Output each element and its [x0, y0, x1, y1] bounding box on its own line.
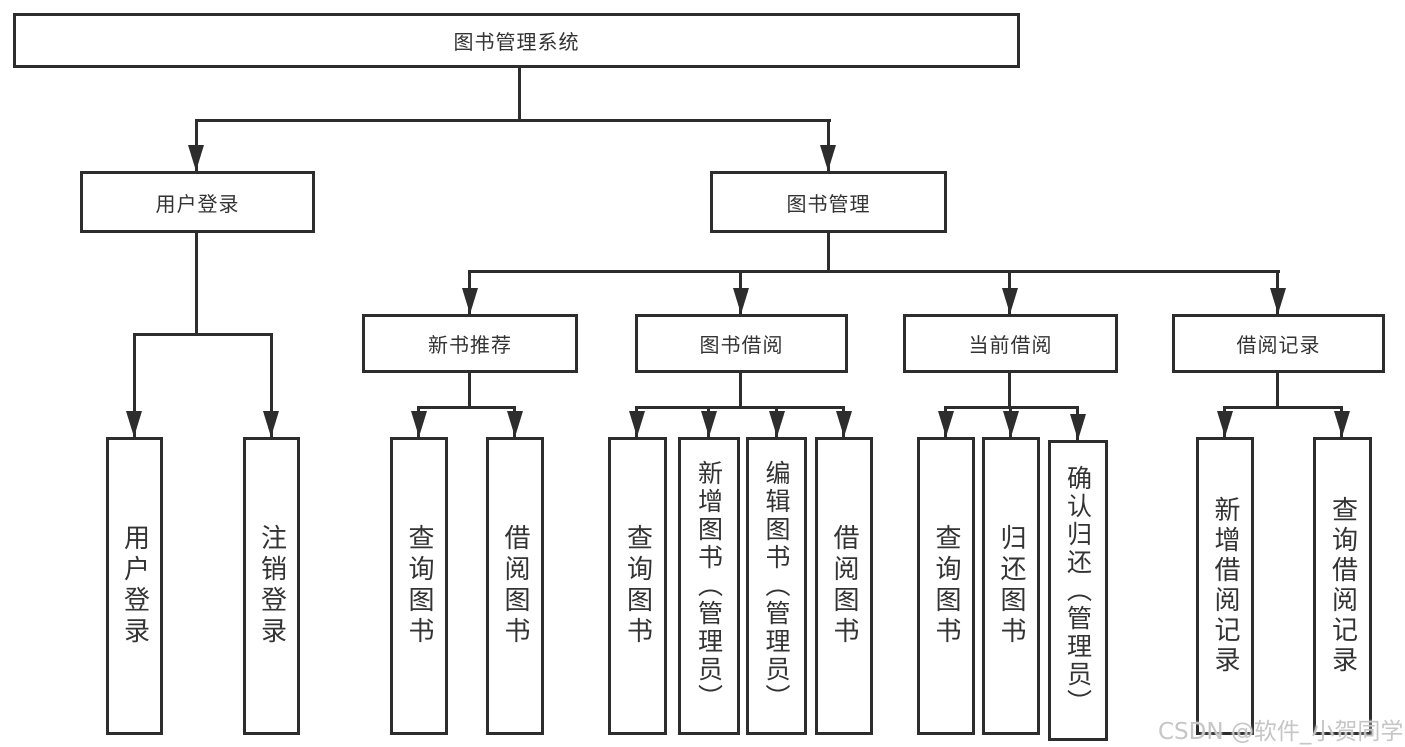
arrow-down-icon: [733, 288, 749, 314]
connector: [195, 119, 831, 122]
arrow-down-icon: [1334, 411, 1350, 437]
node-label: 新增图书（管理员）: [694, 460, 724, 712]
node-label: 查询图书: [404, 524, 434, 648]
connector: [635, 406, 845, 409]
leaf-borrow-books-recommend: 借阅图书: [486, 437, 544, 735]
node-label: 归还图书: [996, 524, 1026, 648]
connector: [1223, 406, 1343, 409]
leaf-query-borrow-record: 查询借阅记录: [1313, 437, 1372, 735]
node-label: 编辑图书（管理员）: [762, 460, 791, 712]
leaf-add-borrow-record: 新增借阅记录: [1196, 437, 1254, 735]
arrow-down-icon: [188, 145, 204, 171]
node-current-borrowing: 当前借阅: [903, 314, 1118, 373]
arrow-down-icon: [507, 411, 523, 437]
arrow-down-icon: [1270, 288, 1286, 314]
leaf-confirm-return-admin: 确认归还（管理员）: [1048, 440, 1108, 741]
connector: [468, 373, 471, 408]
csdn-watermark: CSDN @软件_小贺同学: [1158, 719, 1404, 745]
arrow-down-icon: [629, 411, 645, 437]
connector: [518, 68, 521, 121]
leaf-return-books: 归还图书: [982, 437, 1040, 735]
connector: [1276, 373, 1279, 408]
arrow-down-icon: [462, 288, 478, 314]
node-label: 用户登录: [119, 524, 150, 648]
connector: [739, 373, 742, 408]
connector: [468, 270, 1280, 273]
node-label: 查询图书: [931, 524, 961, 648]
arrow-down-icon: [1002, 288, 1018, 314]
arrow-down-icon: [126, 411, 142, 437]
node-book-management: 图书管理: [710, 171, 947, 233]
connector: [270, 333, 273, 437]
connector: [133, 333, 136, 437]
node-label: 确认归还（管理员）: [1063, 464, 1093, 717]
connector: [133, 333, 273, 336]
connector: [195, 233, 198, 335]
node-label: 借阅记录: [1236, 333, 1321, 357]
node-label: 新增借阅记录: [1210, 496, 1240, 676]
node-label: 新书推荐: [428, 333, 512, 357]
node-label: 查询图书: [622, 524, 653, 648]
node-label: 用户登录: [155, 191, 240, 216]
arrow-down-icon: [769, 411, 785, 437]
node-label: 图书管理系统: [453, 30, 580, 54]
arrow-down-icon: [820, 145, 836, 171]
arrow-down-icon: [1217, 411, 1233, 437]
connector: [827, 233, 830, 273]
leaf-query-books-current: 查询图书: [917, 437, 975, 735]
arrow-down-icon: [411, 411, 427, 437]
arrow-down-icon: [1003, 411, 1019, 437]
node-label: 注销登录: [256, 524, 287, 648]
arrow-down-icon: [1070, 414, 1086, 440]
node-root-system: 图书管理系统: [13, 13, 1020, 68]
arrow-down-icon: [938, 411, 954, 437]
leaf-query-books-recommend: 查询图书: [390, 437, 448, 735]
node-label: 图书借阅: [699, 333, 784, 357]
connector: [417, 406, 516, 409]
node-user-login: 用户登录: [80, 171, 315, 233]
arrow-down-icon: [263, 411, 279, 437]
node-label: 图书管理: [786, 191, 871, 216]
node-label: 查询借阅记录: [1327, 496, 1358, 676]
leaf-borrow-books-borrowing: 借阅图书: [815, 437, 873, 735]
leaf-logout-login: 注销登录: [243, 437, 300, 735]
node-label: 借阅图书: [829, 524, 859, 648]
arrow-down-icon: [836, 411, 852, 437]
leaf-query-books-borrowing: 查询图书: [608, 437, 667, 735]
leaf-user-login: 用户登录: [106, 437, 163, 735]
node-label: 当前借阅: [968, 333, 1053, 357]
arrow-down-icon: [701, 411, 717, 437]
node-borrowing-records: 借阅记录: [1172, 314, 1385, 373]
connector: [1008, 373, 1011, 408]
leaf-edit-books-admin: 编辑图书（管理员）: [746, 437, 807, 735]
node-new-book-recommend: 新书推荐: [362, 314, 578, 373]
leaf-add-books-admin: 新增图书（管理员）: [678, 437, 740, 735]
node-label: 借阅图书: [500, 524, 530, 648]
node-book-borrowing: 图书借阅: [635, 314, 848, 373]
